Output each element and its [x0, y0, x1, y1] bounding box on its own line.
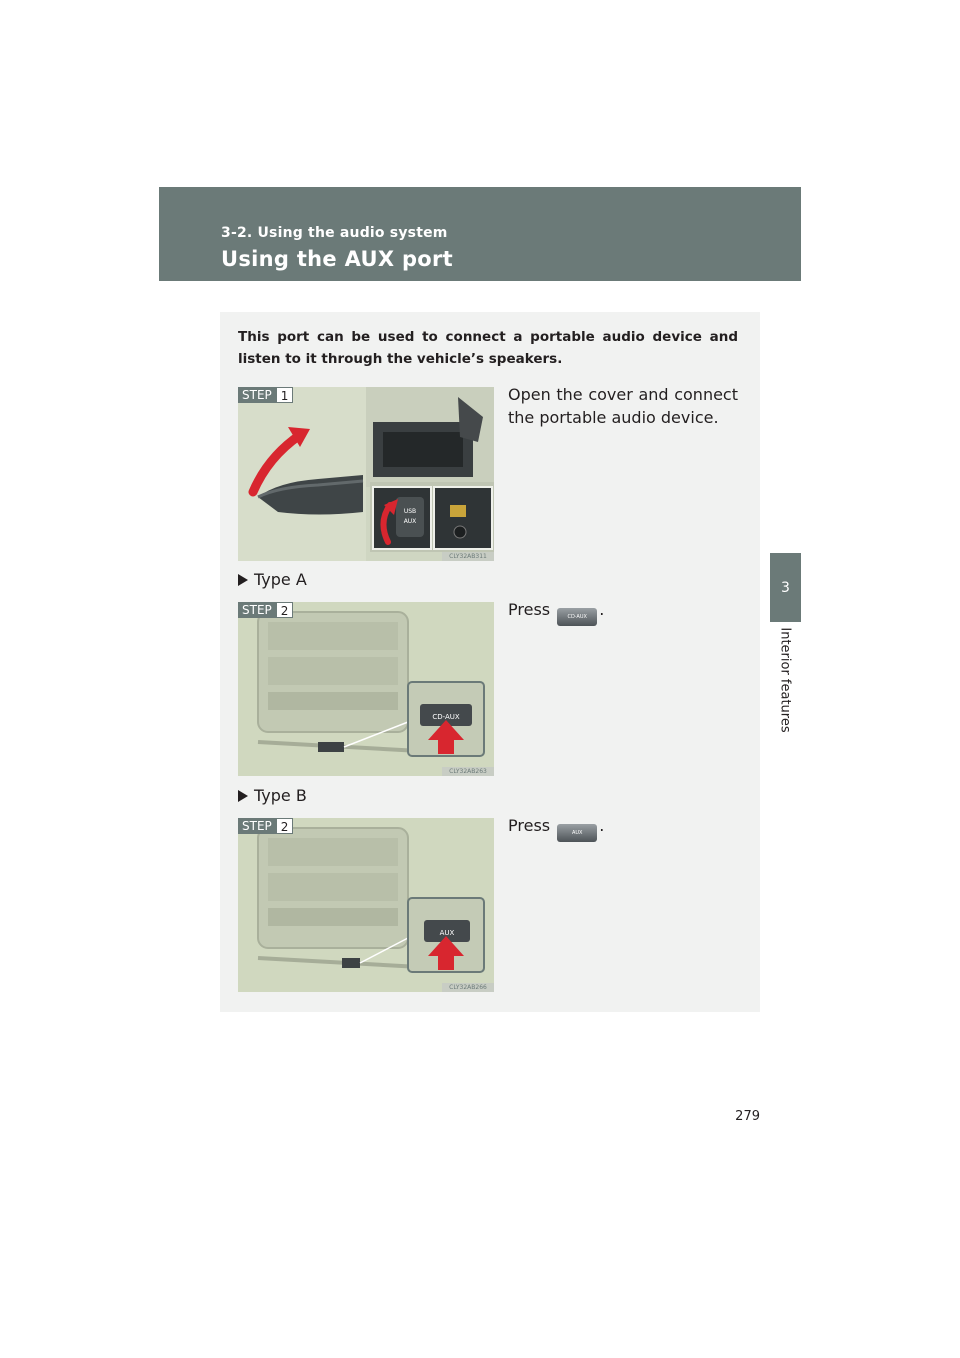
aux-button-icon: AUX [557, 824, 598, 842]
step1-figure: USB AUX STEP 1 CLY32AB311 [238, 387, 494, 561]
cd-aux-figure-label: CD-AUX [432, 713, 460, 721]
usb-label: USB [404, 508, 416, 515]
step-badge: STEP 1 [238, 387, 294, 403]
section-label: 3-2. Using the audio system [221, 225, 448, 241]
aux-figure-label: AUX [440, 929, 455, 937]
type-b-figure: AUX STEP 2 CLY32AB266 [238, 818, 494, 992]
type-a-label: Type A [238, 570, 307, 589]
chapter-tab[interactable]: 3 [770, 553, 801, 622]
type-a-figure: CD-AUX STEP 2 CLY32AB263 [238, 602, 494, 776]
bullet-triangle-icon [238, 574, 248, 586]
step-badge: STEP 2 [238, 602, 294, 618]
page-title: Using the AUX port [221, 247, 454, 271]
aux-label: AUX [404, 518, 417, 525]
figure-code: CLY32AB263 [442, 767, 494, 776]
intro-text: This port can be used to connect a porta… [238, 329, 738, 367]
audio-panel-illustration: CD-AUX [238, 602, 494, 776]
section-header: 3-2. Using the audio system Using the AU… [159, 187, 801, 281]
content-panel: This port can be used to connect a porta… [220, 312, 760, 1012]
audio-panel-illustration: AUX [238, 818, 494, 992]
type-a-instruction: Press CD·AUX. [508, 598, 738, 626]
type-b-instruction: Press AUX. [508, 814, 738, 842]
page-number: 279 [735, 1109, 760, 1124]
step-badge: STEP 2 [238, 818, 294, 834]
chapter-label: Interior features [777, 627, 793, 733]
type-b-label: Type B [238, 786, 307, 805]
armrest-illustration: USB AUX [238, 387, 494, 561]
figure-code: CLY32AB266 [442, 983, 494, 992]
bullet-triangle-icon [238, 790, 248, 802]
figure-code: CLY32AB311 [442, 552, 494, 561]
cd-aux-button-icon: CD·AUX [557, 608, 598, 626]
step1-instruction: Open the cover and connect the portable … [508, 385, 738, 427]
chapter-number: 3 [781, 579, 790, 596]
